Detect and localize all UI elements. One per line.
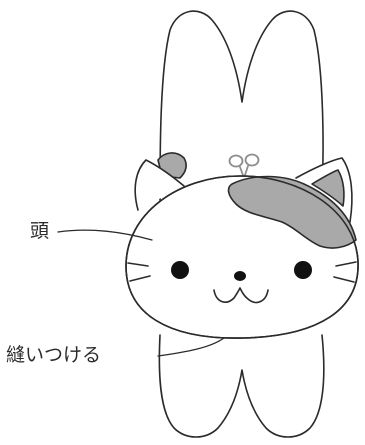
whisker-left-1 xyxy=(127,262,149,267)
nose xyxy=(234,271,246,281)
label-sew: 縫いつける xyxy=(6,344,102,366)
right-ear-inner xyxy=(311,169,345,207)
head-leader-line xyxy=(57,229,153,241)
mouth xyxy=(213,287,269,304)
lower-loop xyxy=(158,334,325,438)
sew-leader-line xyxy=(157,337,225,357)
label-head: 頭 xyxy=(30,220,50,242)
bow-icon xyxy=(228,153,260,179)
whisker-right-2 xyxy=(333,276,355,283)
whisker-left-2 xyxy=(129,275,151,282)
head-outline xyxy=(125,175,359,339)
left-eye xyxy=(171,261,189,279)
left-ear xyxy=(134,159,185,211)
right-eye xyxy=(294,261,312,279)
whisker-right-1 xyxy=(335,261,357,267)
upper-loop xyxy=(159,10,324,201)
head-patch xyxy=(227,175,357,249)
